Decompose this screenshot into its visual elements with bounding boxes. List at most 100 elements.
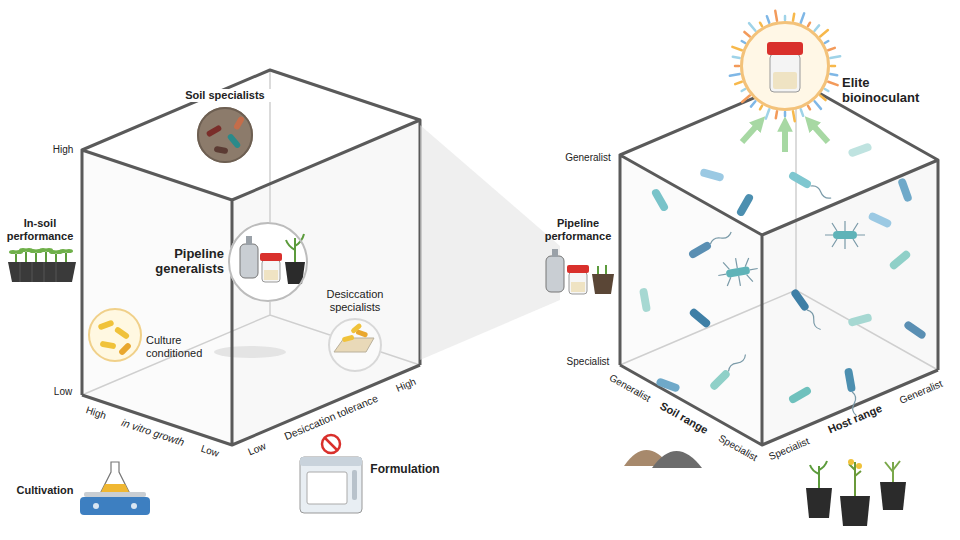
axis-label: Desiccation tolerance — [282, 392, 379, 442]
glow-ray — [742, 89, 745, 91]
elite-glow — [730, 11, 840, 121]
shaker-icon — [80, 462, 150, 515]
plant-pots — [806, 459, 906, 526]
bacteria — [639, 142, 927, 416]
bacterium — [844, 367, 860, 416]
glow-ray — [766, 109, 769, 118]
glow-ray — [751, 101, 755, 106]
glow-ray — [793, 14, 794, 21]
glow-ray — [730, 74, 740, 76]
glow-ray — [820, 96, 825, 100]
desiccation-disc — [328, 318, 382, 372]
glow-ray — [830, 74, 837, 75]
circle-node: Pipeline generalists — [228, 222, 308, 302]
glow-ray — [830, 56, 840, 58]
circle-outline — [228, 222, 308, 302]
axis-label: Generalist — [607, 372, 652, 404]
node-label: Elite bioinoculant — [842, 76, 926, 106]
glow-ray — [828, 48, 835, 50]
axis-label: Specialist — [567, 356, 610, 368]
glow-ray — [808, 106, 810, 109]
axis-label: Low — [246, 440, 267, 458]
glow-ray — [760, 106, 762, 109]
bacterium — [788, 171, 834, 202]
glow-ray — [732, 47, 741, 50]
seedling-tray — [8, 248, 76, 282]
bacterium — [699, 168, 724, 182]
bacterium — [736, 193, 755, 218]
bacterium — [688, 229, 734, 260]
elite-jar — [767, 42, 803, 92]
bacterium — [790, 288, 824, 332]
bacterium — [888, 249, 912, 271]
circle-node: Elite bioinoculant — [741, 22, 829, 110]
pipeline-icons — [240, 234, 305, 284]
glow-ray — [735, 65, 739, 68]
glow-ray — [801, 13, 804, 22]
axis-label: Formulation — [370, 463, 439, 477]
circle-node: Culture conditioned — [88, 308, 142, 362]
circle-outline — [197, 107, 253, 163]
node-label: Culture conditioned — [146, 334, 218, 359]
glow-ray — [742, 41, 745, 43]
bacterium — [655, 377, 680, 393]
bacterium — [716, 255, 760, 290]
pipeline-disc — [228, 222, 308, 302]
glow-ray — [820, 30, 828, 36]
circle-outline — [741, 22, 829, 110]
bacterium — [847, 313, 872, 327]
soil-piles — [624, 450, 702, 468]
glow-ray — [775, 11, 777, 21]
axis-label: High — [394, 376, 417, 395]
axis-label: Specialist — [767, 435, 811, 462]
glow-ray — [825, 89, 828, 91]
glow-ray — [776, 111, 777, 118]
glow-ray — [801, 109, 803, 116]
selection-arrows — [742, 122, 828, 152]
bacterium — [825, 221, 865, 249]
bacterium — [867, 211, 892, 228]
axis-label: in vitro growth — [120, 416, 186, 448]
glow-ray — [815, 101, 821, 109]
culture-disc — [88, 308, 142, 362]
axis-label: Soil range — [658, 399, 711, 436]
node-label: Soil specialists — [177, 89, 273, 102]
axis-label: Specialist — [717, 432, 760, 463]
circle-node: Soil specialists — [197, 107, 253, 163]
glow-ray — [815, 25, 819, 30]
axis-label: Low — [54, 386, 72, 398]
glow-ray — [784, 16, 787, 20]
left-cube — [82, 70, 420, 445]
axis-label: Host range — [826, 402, 884, 436]
soil-microbes — [206, 115, 246, 154]
axis-label: High — [53, 144, 74, 156]
circle-node: Desiccation specialists — [328, 318, 382, 372]
bacterium — [847, 142, 872, 158]
glow-ray — [760, 23, 762, 26]
soil-disc — [197, 107, 253, 163]
axis-label: Low — [199, 443, 220, 460]
glow-ray — [744, 32, 749, 36]
glow-ray — [767, 16, 769, 23]
bacterium — [897, 177, 913, 202]
glow-ray — [808, 23, 810, 26]
axis-label: High — [84, 404, 107, 421]
right-cube — [620, 80, 938, 445]
glow-ray — [793, 111, 795, 121]
glow-ray — [825, 41, 828, 43]
pipeline-performance-icon — [546, 249, 614, 294]
glow-ray — [828, 82, 837, 85]
glow-ray — [831, 65, 835, 68]
circle-outline — [88, 308, 142, 362]
desiccation-tray — [334, 323, 374, 352]
bacterium — [639, 287, 651, 312]
axis-label: Cultivation — [17, 484, 74, 497]
glow-ray — [742, 96, 750, 102]
axis-label: Pipeline performance — [538, 217, 618, 242]
oven-icon — [300, 435, 362, 513]
bacterium — [688, 307, 712, 329]
glow-ray — [735, 82, 742, 84]
zoom-wedge — [420, 125, 560, 360]
